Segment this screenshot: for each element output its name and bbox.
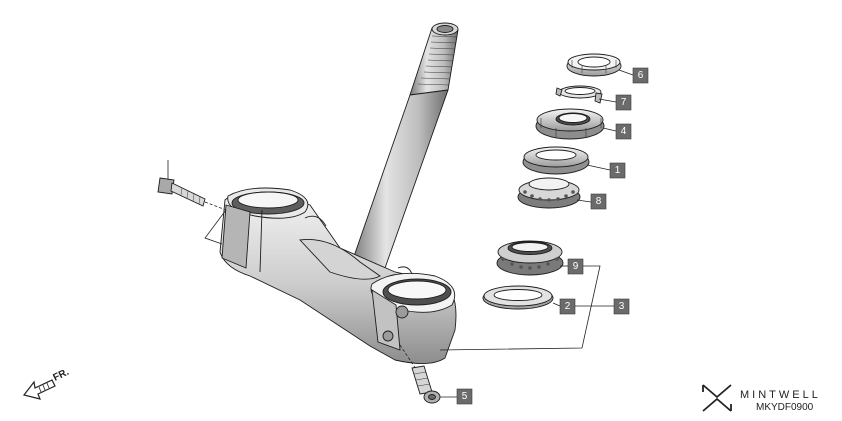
part-7-lock-washer: [555, 85, 603, 104]
callout-2: 2: [559, 298, 576, 315]
diagram-code: MKYDF0900: [756, 402, 814, 413]
part-4-adjusting-nut: [535, 108, 605, 140]
callout-5-label: 5: [462, 391, 468, 402]
callout-3-label: 3: [619, 301, 625, 312]
callout-6-label: 6: [638, 70, 644, 81]
brand-name: MINTWELL: [740, 389, 821, 401]
callout-8-label: 8: [596, 196, 602, 207]
part-6-lock-nut: [566, 53, 622, 77]
front-direction-indicator: FR.: [22, 367, 71, 400]
lower-triple-clamp: [219, 187, 457, 364]
pinch-bolt-upper: [157, 160, 227, 245]
callout-7: 7: [615, 94, 632, 111]
callout-7-label: 7: [621, 97, 627, 108]
brand-watermark: MINTWELL MKYDF0900: [702, 384, 821, 413]
callout-9: 9: [567, 258, 584, 275]
part-8-upper-bearing: [517, 177, 581, 209]
callout-8: 8: [590, 193, 607, 210]
callout-4: 4: [615, 123, 632, 140]
front-arrow-icon: [22, 379, 56, 400]
callout-4-label: 4: [621, 126, 627, 137]
steering-stem-tube: [349, 22, 459, 283]
part-1-dust-seal: [522, 146, 590, 175]
callout-9-label: 9: [573, 261, 579, 272]
callout-5: 5: [456, 388, 473, 405]
pinch-bolt-lower: [399, 344, 441, 404]
stem-thread-lines: [417, 35, 458, 86]
part-2-dust-seal-lower: [482, 285, 554, 310]
mintwell-logo-icon: [702, 384, 732, 412]
leader-lines: [439, 69, 634, 398]
callout-1: 1: [609, 162, 626, 179]
callout-1-label: 1: [615, 165, 621, 176]
callout-2-label: 2: [565, 301, 571, 312]
front-label: FR.: [51, 367, 70, 384]
part-9-lower-bearing: [496, 240, 564, 276]
callout-6: 6: [632, 67, 649, 84]
callout-3: 3: [613, 298, 630, 315]
